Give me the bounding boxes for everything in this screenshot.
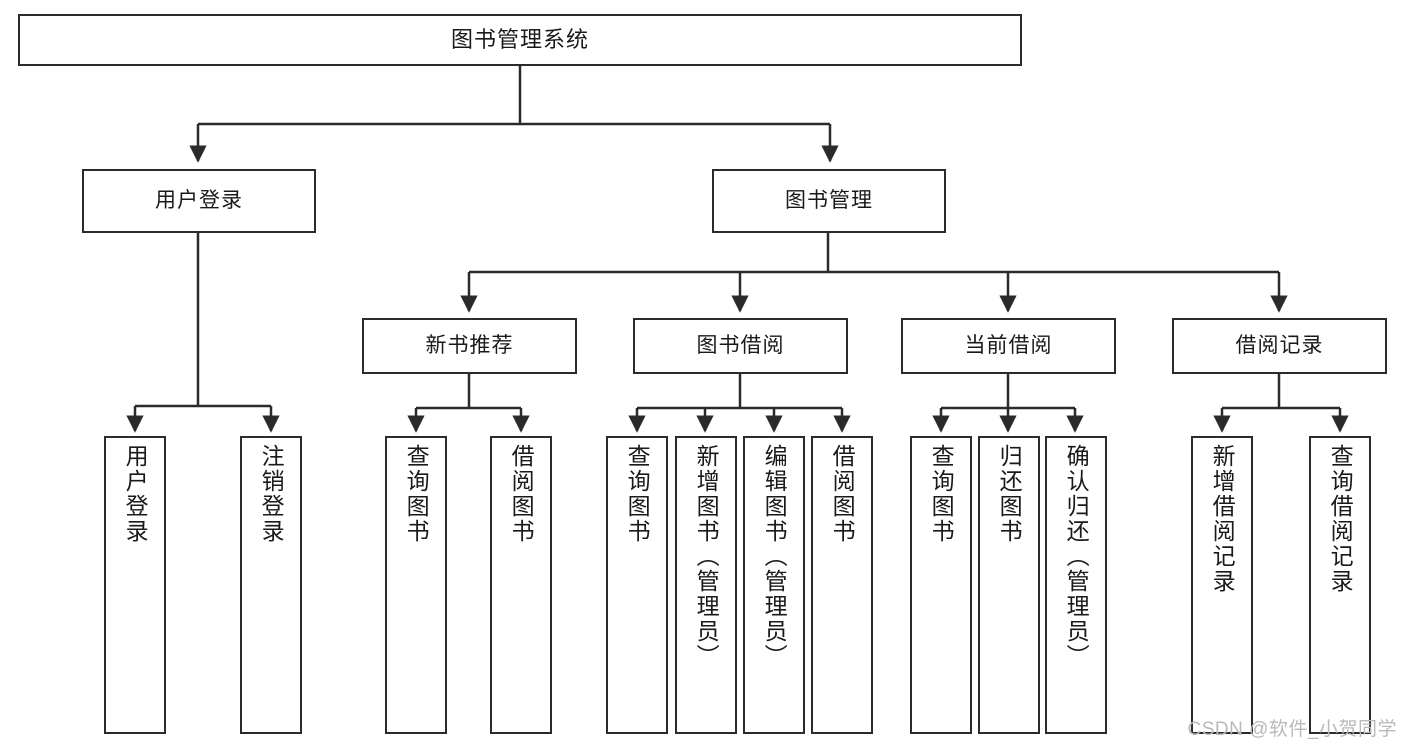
node-label: 新书推荐 xyxy=(425,333,514,357)
node-label: 查询图书 xyxy=(403,444,430,544)
node-label: 查询图书 xyxy=(928,444,955,544)
node-label: 图书管理 xyxy=(785,188,873,212)
node-book-management[interactable]: 图书管理 xyxy=(712,169,946,233)
node-label: 借阅记录 xyxy=(1235,333,1324,357)
leaf-current-query-book[interactable]: 查询图书 xyxy=(910,436,972,734)
node-label: 借阅图书 xyxy=(508,444,535,544)
node-label: 图书管理系统 xyxy=(450,27,589,53)
leaf-current-confirm-return-admin[interactable]: 确认归还（管理员） xyxy=(1045,436,1107,734)
node-label: 图书借阅 xyxy=(696,333,785,357)
leaf-user-login-login[interactable]: 用户登录 xyxy=(104,436,166,734)
node-label: 新增图书（管理员） xyxy=(693,444,720,669)
leaf-record-add-record[interactable]: 新增借阅记录 xyxy=(1191,436,1253,734)
node-label: 当前借阅 xyxy=(964,333,1053,357)
node-borrow-record[interactable]: 借阅记录 xyxy=(1172,318,1387,374)
leaf-borrow-query-book[interactable]: 查询图书 xyxy=(606,436,668,734)
node-current-borrow[interactable]: 当前借阅 xyxy=(901,318,1116,374)
node-new-book-recommend[interactable]: 新书推荐 xyxy=(362,318,577,374)
leaf-borrow-add-book-admin[interactable]: 新增图书（管理员） xyxy=(675,436,737,734)
watermark-text: CSDN @软件_小贺同学 xyxy=(1187,719,1397,740)
node-label: 用户登录 xyxy=(155,188,243,212)
node-label: 确认归还（管理员） xyxy=(1063,444,1090,669)
node-user-login[interactable]: 用户登录 xyxy=(82,169,316,233)
node-label: 新增借阅记录 xyxy=(1209,444,1236,594)
leaf-borrow-borrow-book[interactable]: 借阅图书 xyxy=(811,436,873,734)
node-label: 编辑图书（管理员） xyxy=(761,444,788,669)
node-label: 查询借阅记录 xyxy=(1327,444,1354,594)
node-label: 用户登录 xyxy=(122,444,149,544)
leaf-user-login-logout[interactable]: 注销登录 xyxy=(240,436,302,734)
node-label: 借阅图书 xyxy=(829,444,856,544)
leaf-recommend-borrow-book[interactable]: 借阅图书 xyxy=(490,436,552,734)
node-book-borrow[interactable]: 图书借阅 xyxy=(633,318,848,374)
leaf-current-return-book[interactable]: 归还图书 xyxy=(978,436,1040,734)
node-label: 注销登录 xyxy=(258,444,285,544)
leaf-recommend-query-book[interactable]: 查询图书 xyxy=(385,436,447,734)
leaf-borrow-edit-book-admin[interactable]: 编辑图书（管理员） xyxy=(743,436,805,734)
node-label: 查询图书 xyxy=(624,444,651,544)
leaf-record-query-record[interactable]: 查询借阅记录 xyxy=(1309,436,1371,734)
node-label: 归还图书 xyxy=(996,444,1023,544)
node-root-system[interactable]: 图书管理系统 xyxy=(18,14,1022,66)
